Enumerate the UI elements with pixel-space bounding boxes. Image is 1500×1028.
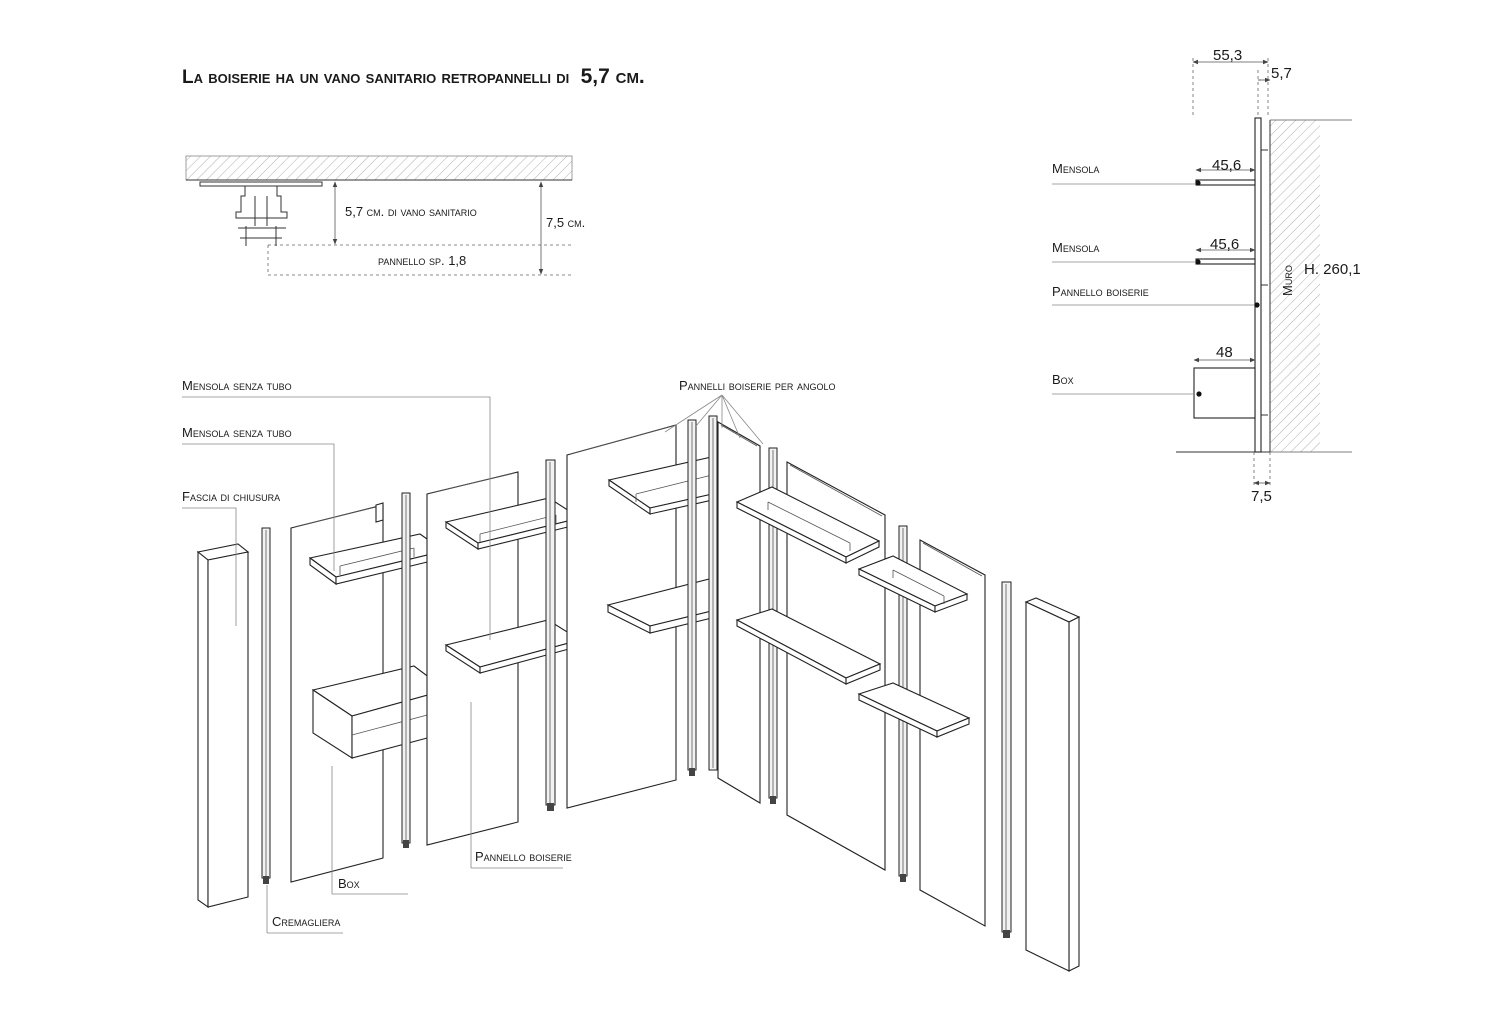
label-pannello: Pannello boiserie: [475, 849, 572, 864]
rack-rail-1: [261, 527, 271, 884]
closing-band-left: [196, 543, 250, 909]
label-cremagliera: Cremagliera: [272, 914, 340, 929]
profile-clip: [235, 186, 288, 219]
page-title: La boiserie ha un vano sanitario retropa…: [182, 65, 645, 88]
ceiling-section-detail: 5,7 cm. di vano sanitario 7,5 cm. pannel…: [185, 155, 585, 276]
side-shelf-2: [1195, 258, 1256, 265]
wall-label: Muro: [1280, 265, 1295, 296]
gap-bottom-dimension: 7,5: [1251, 488, 1272, 505]
title-prefix: La boiserie ha un vano sanitario retropa…: [182, 67, 569, 88]
gap-top-dimension: 5,7: [1271, 65, 1292, 82]
wall-hatch: [1270, 120, 1320, 452]
shelf-d1: [735, 486, 881, 564]
box-drawer: [311, 665, 448, 760]
side-box: [1193, 367, 1256, 419]
box-dimension: 48: [1216, 344, 1233, 361]
shelf-2-dimension: 45,6: [1210, 236, 1239, 253]
closing-band-right: [1024, 597, 1081, 972]
side-shelf-1: [1195, 179, 1256, 186]
exploded-view-labels: Mensola senza tubo Mensola senza tubo Fa…: [182, 378, 836, 934]
ceiling-profile: [199, 181, 323, 187]
boiserie-panel-e: [919, 539, 986, 927]
shelf-1-dimension: 45,6: [1212, 157, 1241, 174]
side-view-detail: 55,3 5,7 7,5 H. 260,1 Muro 45,6 Mensola …: [1052, 47, 1361, 505]
ceiling-hatch: [185, 155, 573, 181]
side-panel: [1254, 117, 1262, 453]
box-label: Box: [1052, 372, 1074, 387]
panel-thickness-label: pannello sp. 1,8: [378, 253, 466, 268]
shelf-e1: [857, 555, 969, 613]
shelf-1-label: Mensola: [1052, 161, 1099, 176]
total-depth-label: 7,5 cm.: [546, 215, 585, 230]
rack-rail-2: [401, 492, 411, 848]
exploded-isometric-view: Mensola senza tubo Mensola senza tubo Fa…: [182, 378, 1081, 972]
overall-depth-dimension: 55,3: [1213, 47, 1242, 64]
label-pannelli-angolo: Pannelli boiserie per angolo: [679, 378, 836, 393]
label-mensola-1: Mensola senza tubo: [182, 378, 292, 393]
vano-sanitario-label: 5,7 cm. di vano sanitario: [345, 204, 477, 219]
rack-rail-3: [545, 459, 556, 811]
shelf-2-label: Mensola: [1052, 240, 1099, 255]
label-fascia: Fascia di chiusura: [182, 489, 280, 504]
title-value: 5,7 cm.: [581, 65, 645, 88]
corner-rails: [687, 415, 718, 776]
label-mensola-2: Mensola senza tubo: [182, 425, 292, 440]
shelf-e2: [857, 682, 971, 738]
height-dimension: H. 260,1: [1304, 261, 1361, 278]
shelf-d2: [735, 608, 882, 685]
corner-panel: [717, 421, 761, 804]
rack-rail-6: [1001, 581, 1012, 938]
panel-label: Pannello boiserie: [1052, 284, 1149, 299]
label-box: Box: [338, 876, 360, 891]
